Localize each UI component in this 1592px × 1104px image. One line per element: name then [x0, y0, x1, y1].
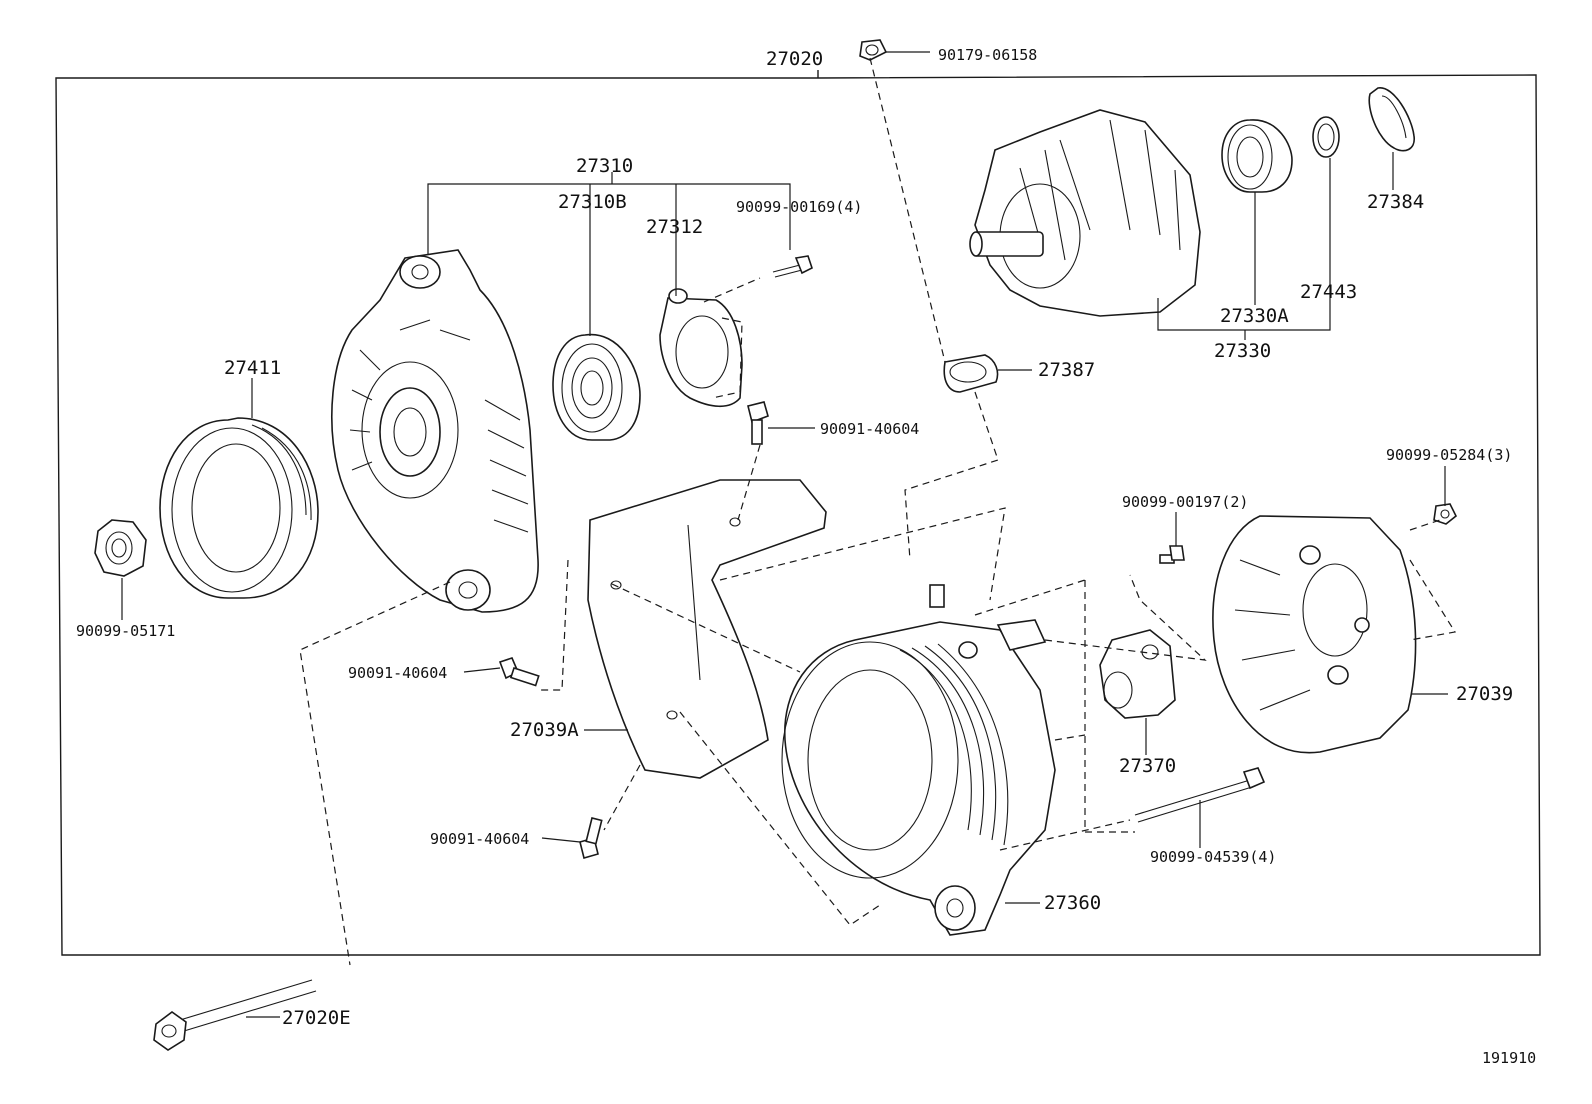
- terminal-insulator-part[interactable]: [943, 354, 999, 393]
- label-insulator: 27384: [1367, 191, 1424, 213]
- label-assembly: 27020: [766, 48, 823, 70]
- rear-cover-part[interactable]: [1212, 515, 1417, 754]
- assembly-frame: [55, 70, 1541, 956]
- retainer-screw-part[interactable]: [772, 255, 813, 278]
- label-rear-cover: 27039: [1456, 683, 1513, 705]
- label-rear-cover-nut: 90099-05284(3): [1386, 446, 1512, 464]
- label-bearing-cover: 27443: [1300, 281, 1357, 303]
- label-bolt-left: 90091-40604: [348, 664, 447, 682]
- label-shield: 27039A: [510, 719, 579, 741]
- label-brush-screw: 90099-00197(2): [1122, 493, 1248, 511]
- label-stator-frame: 27360: [1044, 892, 1101, 914]
- label-drive-frame: 27310: [576, 155, 633, 177]
- label-bolt-upper: 90091-40604: [820, 420, 919, 438]
- rotor-part[interactable]: [969, 109, 1201, 317]
- assembly-dashed-lines: [299, 57, 1456, 966]
- label-retainer-screw: 90099-00169(4): [736, 198, 862, 216]
- drive-end-frame-part[interactable]: [331, 249, 539, 613]
- mount-bolt-part[interactable]: [153, 979, 317, 1051]
- label-rotor-bearing: 27330A: [1220, 305, 1289, 327]
- bearing-cover-part[interactable]: [1312, 116, 1340, 158]
- bolt-upper-part[interactable]: [747, 401, 769, 445]
- label-through-bolt: 90099-04539(4): [1150, 848, 1276, 866]
- label-brush-holder: 27370: [1119, 755, 1176, 777]
- bolt-lower-part[interactable]: [579, 817, 603, 859]
- label-diagram-code: 191910: [1482, 1049, 1536, 1067]
- pulley-nut-part[interactable]: [94, 519, 147, 577]
- top-nut-part[interactable]: [859, 39, 888, 61]
- label-bolt-lower: 90091-40604: [430, 830, 529, 848]
- label-terminal-insulator: 27387: [1038, 359, 1095, 381]
- shield-part[interactable]: [587, 479, 827, 779]
- brush-holder-part[interactable]: [1099, 629, 1176, 719]
- label-mount-bolt: 27020E: [282, 1007, 351, 1029]
- label-bearing-front: 27310B: [558, 191, 627, 213]
- label-rotor: 27330: [1214, 340, 1271, 362]
- label-retainer: 27312: [646, 216, 703, 238]
- label-nut-top: 90179-06158: [938, 46, 1037, 64]
- through-bolt-part[interactable]: [1134, 767, 1266, 823]
- rear-cover-nut-part[interactable]: [1433, 503, 1458, 525]
- brush-screw-part[interactable]: [1159, 545, 1185, 564]
- rotor-bearing-part[interactable]: [1221, 119, 1293, 193]
- leader-lines: [121, 51, 1448, 1018]
- bearing-retainer-part[interactable]: [659, 288, 743, 408]
- label-pulley-nut: 90099-05171: [76, 622, 175, 640]
- insulator-part[interactable]: [1368, 87, 1415, 152]
- label-pulley: 27411: [224, 357, 281, 379]
- stator-frame-part[interactable]: [781, 584, 1056, 936]
- pulley-part[interactable]: [159, 417, 319, 599]
- front-bearing-part[interactable]: [552, 333, 641, 441]
- bolt-left-part[interactable]: [498, 657, 540, 687]
